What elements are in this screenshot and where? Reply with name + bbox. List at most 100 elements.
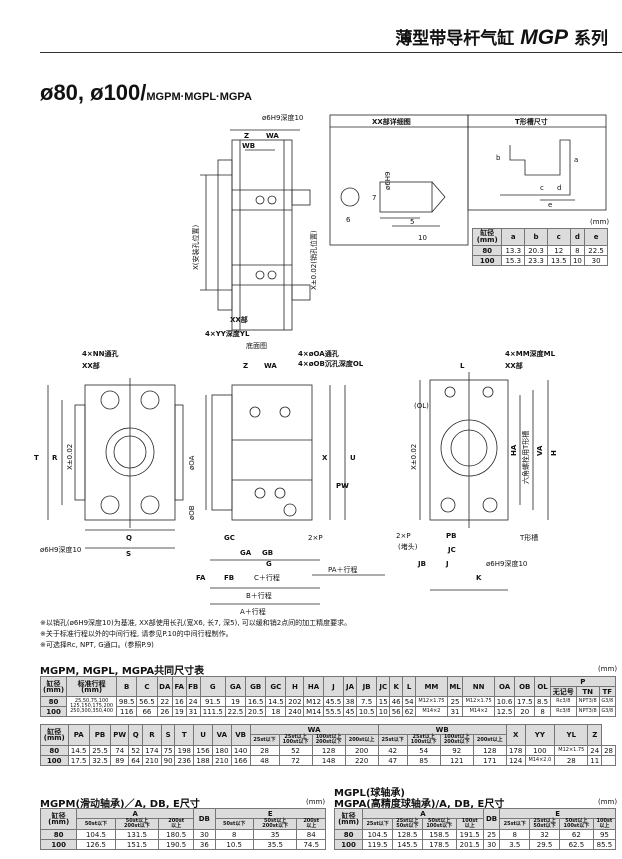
- table-cell: M14×2: [462, 706, 495, 717]
- label-top-yy: 4×YY深度YL: [205, 329, 250, 338]
- table-row: 80 25,50,75,100 125,150,175,200 250,300,…: [39, 696, 617, 717]
- tslot-header-d: d: [569, 228, 586, 246]
- mgpm-header-a-1: 50st以下: [76, 818, 116, 830]
- table-cell: 17.5: [67, 755, 90, 766]
- common-table: 缸径 (mm) 标准行程 (mm) B C DA FA FB G GA GB G…: [39, 676, 617, 717]
- mgpm-header-row: 缸径 (mm) A DB E: [39, 808, 327, 830]
- label-mid-g: G: [266, 560, 272, 568]
- label-tslot-d: d: [557, 184, 561, 192]
- table-cell: 89: [110, 755, 130, 766]
- table-cell: 20.3: [524, 245, 548, 256]
- common2-header-wb-4: 200st以上: [472, 734, 507, 746]
- table-cell: 111.5: [199, 706, 226, 717]
- table-cell: 198: [174, 745, 195, 756]
- mgpm-header-e: E: [214, 808, 327, 819]
- table-cell: 140: [230, 745, 251, 756]
- tslot-header-a: a: [501, 228, 526, 246]
- label-tslot-a: a: [574, 156, 578, 164]
- table-cell: 98.5: [116, 696, 138, 707]
- side-view-drawing: [205, 384, 385, 605]
- label-right-l: L: [460, 362, 465, 370]
- label-mid-ga: GA: [240, 549, 252, 557]
- mgpm-table-title: MGPM(滑动轴承)／A, DB, E尺寸: [40, 799, 200, 810]
- table-cell: 240: [285, 706, 305, 717]
- label-mid-fb: FB: [224, 574, 234, 582]
- table-cell: 25: [446, 696, 464, 707]
- table-cell: 80: [471, 245, 503, 256]
- mgpl-header-db: DB: [482, 808, 501, 830]
- mgpm-header-a-2: 50st以上 200st以下: [114, 818, 160, 830]
- table-cell: 121: [439, 755, 474, 766]
- common-header-row: 缸径 (mm) 标准行程 (mm) B C DA FA FB G GA GB G…: [39, 676, 617, 697]
- label-mid-wa: WA: [264, 362, 277, 370]
- mgpl-header-a-2: 25st以上 50st以下: [392, 818, 423, 830]
- common2-header-wb: WB: [377, 724, 507, 735]
- table-cell: 8: [569, 245, 586, 256]
- common-header-fa: FA: [171, 676, 187, 697]
- table-cell: 30: [193, 829, 216, 840]
- common-header-ol: OL: [534, 676, 551, 697]
- table-cell: 15: [376, 696, 391, 707]
- common-header-p-tf: TF: [598, 686, 617, 697]
- common2-header-row: 缸径 (mm) PA PB PW Q R S T U VA VB WA WB X…: [40, 724, 616, 746]
- table-row: 100 116 66 26 19 31 111.5 22.5 20.5 18 2…: [39, 706, 617, 717]
- label-top-x-pin: X±0.02(销孔位置): [309, 230, 318, 290]
- table-cell: 85.5: [592, 839, 617, 850]
- tslot-header-c: c: [546, 228, 571, 246]
- table-cell: 100: [40, 755, 69, 766]
- table-row: 80 14.5 25.5 74 52 174 75 198 156 180 14…: [40, 745, 616, 756]
- common-header-da: DA: [156, 676, 174, 697]
- table-row: 100 126.5 151.5 190.5 36 10.5 35.5 74.5: [39, 839, 326, 850]
- mgpa-table-title: MGPA(高精度球轴承)/A, DB, E尺寸: [334, 799, 505, 810]
- table-cell: 16.5: [245, 696, 267, 707]
- label-mid-dob: øOB: [188, 505, 196, 520]
- table-cell: 16: [171, 696, 187, 707]
- label-left-nn: 4×NN通孔: [82, 349, 118, 358]
- mgpm-header-e-2: 50st以上 200st以下: [252, 818, 298, 830]
- label-xx-10: 10: [418, 234, 427, 242]
- label-right-jb: JB: [417, 560, 426, 568]
- table-cell: 72: [278, 755, 313, 766]
- label-right-h: H: [550, 450, 558, 456]
- table-cell: 23.3: [524, 255, 548, 266]
- table-cell: 10: [569, 255, 586, 266]
- table-cell: 8: [214, 829, 254, 840]
- label-top-wa: WA: [266, 132, 279, 140]
- table-row: 80 104.5 128.5 158.5 191.5 25 8 32 62 95: [333, 829, 617, 840]
- table-cell: 25.5: [88, 745, 112, 756]
- table-cell: 124: [505, 755, 526, 766]
- common-header-jb: JB: [356, 676, 378, 697]
- label-right-hex: 六角螺栓用T形槽: [521, 431, 530, 484]
- label-mid-gb: GB: [262, 549, 273, 557]
- series-suffix: 系列: [574, 29, 608, 49]
- label-mid-b: B＋行程: [246, 591, 272, 600]
- table-cell: 145.5: [392, 839, 423, 850]
- table-cell: 15.3: [501, 255, 526, 266]
- table-cell: [601, 755, 616, 766]
- table-cell: 126.5: [76, 839, 116, 850]
- table-cell: 100: [471, 255, 503, 266]
- label-xx-6: 6: [346, 216, 351, 224]
- table-cell: 24: [587, 745, 603, 756]
- common2-header-va: VA: [211, 724, 232, 746]
- table-row: 80 104.5 131.5 180.5 30 8 35 84: [39, 829, 326, 840]
- mgpl-header-a: A: [362, 808, 484, 819]
- label-mid-oa: 4×øOA通孔: [298, 349, 339, 358]
- label-left-t: T: [34, 454, 39, 462]
- table-cell: 12: [546, 245, 571, 256]
- mgpl-table-title: MGPL(球轴承): [334, 788, 406, 799]
- mgpl-table-unit: (mm): [598, 798, 618, 806]
- table-cell: 100: [524, 745, 556, 756]
- table-cell: 8: [499, 829, 531, 840]
- label-right-x: X±0.02: [410, 444, 418, 470]
- common-table-unit: (mm): [598, 665, 618, 673]
- table-cell: 12.5: [493, 706, 516, 717]
- label-top-z: Z: [244, 132, 249, 140]
- label-right-plug: (堵头): [398, 542, 418, 551]
- common-header-p-tn: TN: [575, 686, 600, 697]
- table-cell: 10.6: [493, 696, 516, 707]
- label-mid-x: X: [322, 454, 328, 462]
- table-cell: Rc3/8: [549, 706, 577, 717]
- table-cell: 14.5: [67, 745, 90, 756]
- table-cell: 47: [377, 755, 408, 766]
